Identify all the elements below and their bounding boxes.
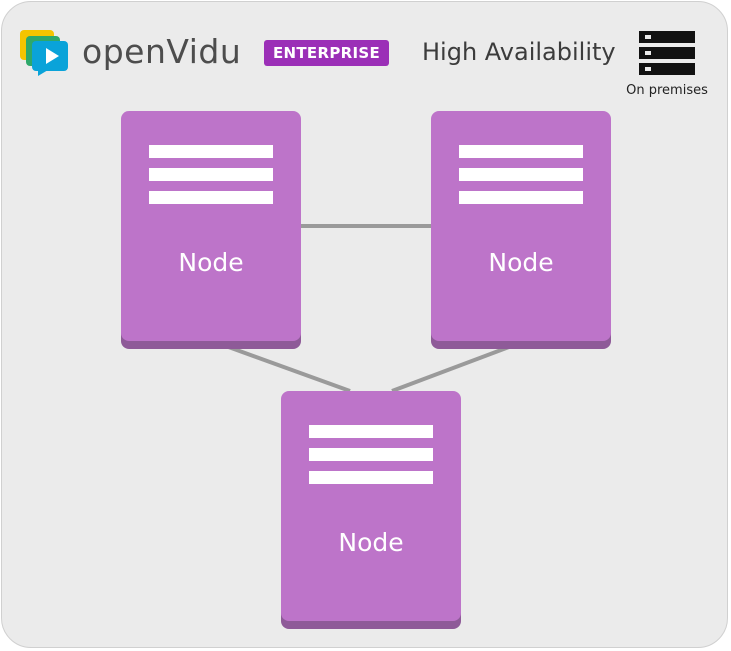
server-line-icon [459,145,583,158]
server-rack-icon [639,31,695,75]
brand-name: openVidu [82,32,242,71]
node-label: Node [338,528,404,557]
server-line-icon [149,191,273,204]
link-b-c [391,339,526,393]
server-line-icon [459,191,583,204]
server-line-icon [459,168,583,181]
link-a-c [211,339,351,393]
node-label: Node [178,248,244,277]
server-line-icon [309,425,433,438]
server-line-icon [149,145,273,158]
node-label: Node [488,248,554,277]
node-box: Node [281,391,461,621]
server-line-icon [309,448,433,461]
server-line-icon [149,168,273,181]
node-box: Node [431,111,611,341]
edition-badge: ENTERPRISE [264,40,390,66]
diagram-subtitle: High Availability [422,38,616,66]
server-line-icon [309,471,433,484]
openvidu-logo-icon [20,30,68,76]
deployment-label: On premises [626,83,708,98]
node-box: Node [121,111,301,341]
